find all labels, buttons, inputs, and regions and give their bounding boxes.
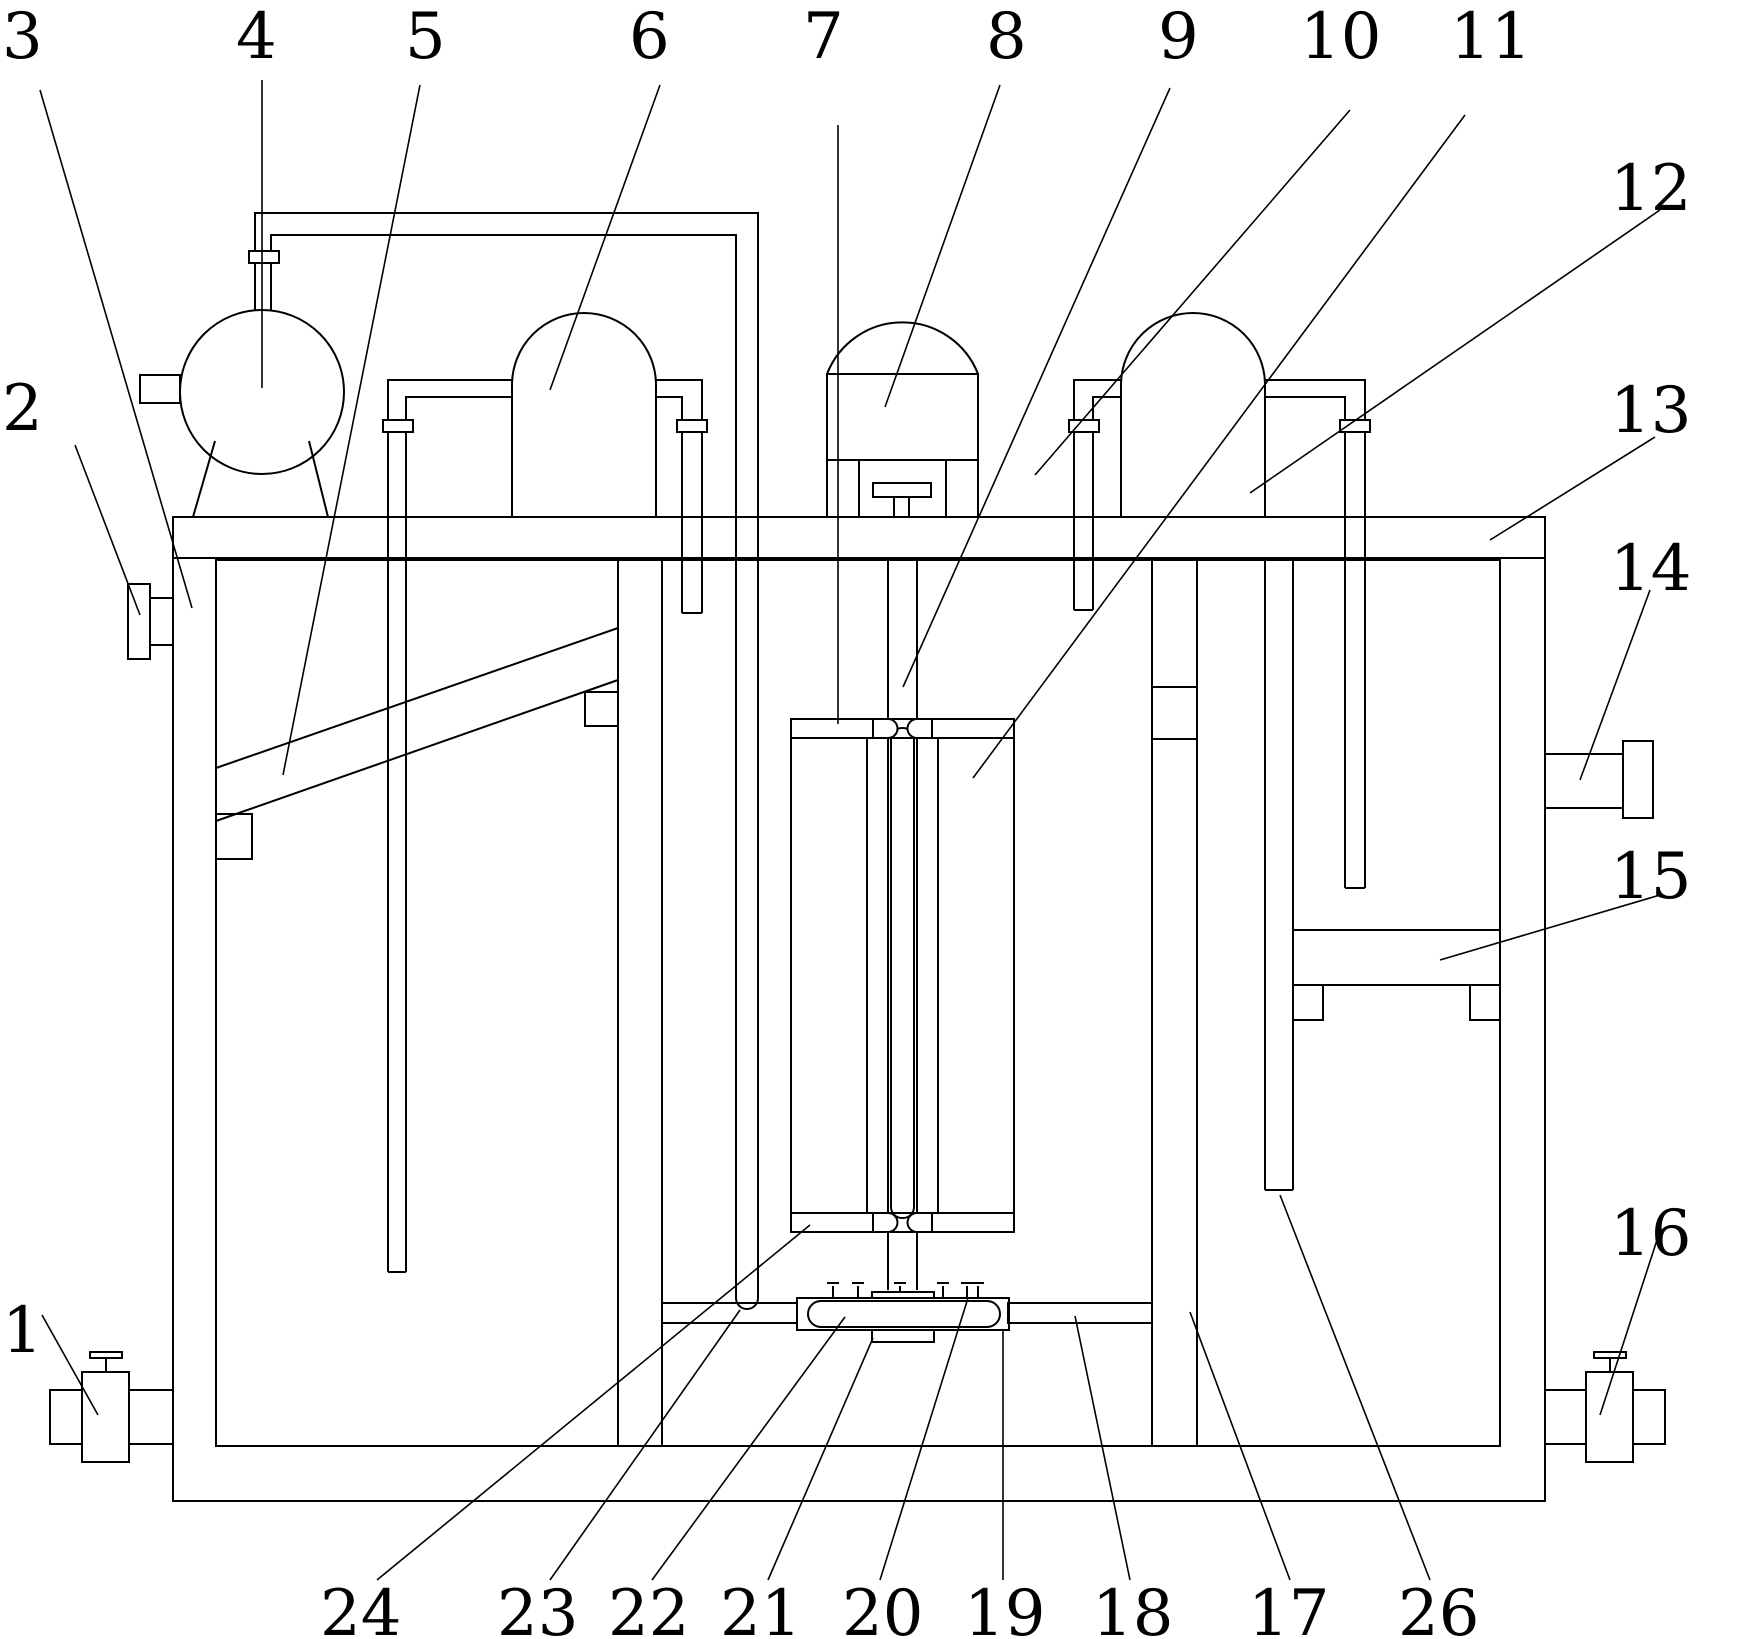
shaft bbox=[887, 558, 918, 1290]
right-partition bbox=[1151, 557, 1198, 1447]
label-24: 24 bbox=[320, 1577, 401, 1639]
drain-valve-left bbox=[49, 1351, 174, 1463]
aeration-header bbox=[796, 1291, 1010, 1343]
label-22: 22 bbox=[608, 1577, 689, 1639]
filter-shelf bbox=[1292, 929, 1501, 1021]
part-labels: 1 2 3 4 5 6 7 8 9 10 11 12 13 14 15 16 1… bbox=[2, 0, 1691, 1639]
label-15: 15 bbox=[1610, 840, 1691, 914]
blower bbox=[139, 250, 345, 518]
label-18: 18 bbox=[1092, 1577, 1173, 1639]
tank-outer-wall bbox=[172, 516, 1546, 1502]
pump-left bbox=[382, 312, 708, 1273]
inclined-plate bbox=[215, 627, 619, 860]
label-20: 20 bbox=[842, 1577, 923, 1639]
label-23: 23 bbox=[497, 1577, 578, 1639]
label-21: 21 bbox=[720, 1577, 801, 1639]
return-pipe bbox=[1264, 558, 1294, 1191]
aeration-pipe bbox=[661, 1302, 1153, 1324]
inlet-port-left bbox=[127, 583, 174, 660]
label-17: 17 bbox=[1248, 1577, 1329, 1639]
partition-bracket bbox=[1151, 686, 1198, 740]
label-19: 19 bbox=[964, 1577, 1045, 1639]
label-8: 8 bbox=[986, 0, 1027, 74]
label-26: 26 bbox=[1398, 1577, 1479, 1639]
label-12: 12 bbox=[1610, 152, 1691, 226]
label-14: 14 bbox=[1610, 532, 1691, 606]
drain-valve-right bbox=[1544, 1351, 1666, 1463]
label-5: 5 bbox=[405, 0, 446, 74]
left-partition bbox=[617, 557, 663, 1447]
label-10: 10 bbox=[1300, 0, 1381, 74]
label-6: 6 bbox=[629, 0, 670, 74]
pump-right bbox=[1068, 312, 1371, 889]
motor bbox=[826, 321, 979, 518]
air-pipe bbox=[254, 212, 759, 1310]
label-4: 4 bbox=[236, 0, 277, 74]
label-9: 9 bbox=[1158, 0, 1199, 74]
outlet-port-right bbox=[1544, 740, 1654, 819]
rotating-drum bbox=[790, 718, 1015, 1233]
label-7: 7 bbox=[803, 0, 844, 74]
label-13: 13 bbox=[1610, 374, 1691, 448]
label-11: 11 bbox=[1450, 0, 1531, 74]
label-3: 3 bbox=[2, 0, 43, 74]
nozzles bbox=[827, 1282, 984, 1298]
label-1: 1 bbox=[2, 1294, 43, 1368]
leader-lines bbox=[39, 80, 1661, 1581]
label-2: 2 bbox=[2, 372, 43, 446]
top-plate bbox=[172, 516, 1546, 559]
label-16: 16 bbox=[1610, 1197, 1691, 1271]
